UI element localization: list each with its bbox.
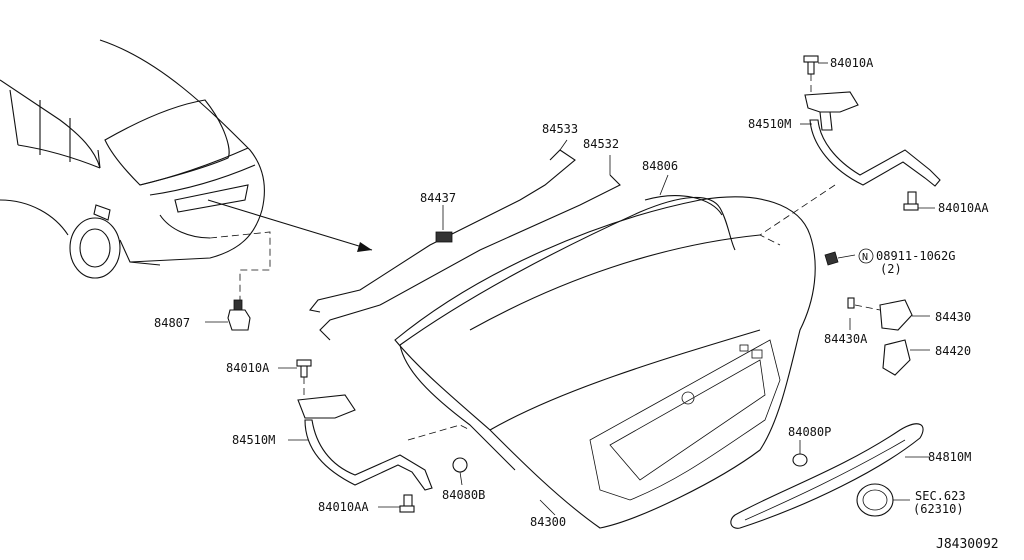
weatherstrip-84806: [399, 195, 736, 471]
label-84532: 84532: [583, 137, 619, 151]
label-SEC623: SEC.623: [915, 489, 966, 503]
label-84010AA-top: 84010AA: [938, 201, 989, 215]
label-84430: 84430: [935, 310, 971, 324]
label-84420: 84420: [935, 344, 971, 358]
label-84300: 84300: [530, 515, 566, 529]
label-84010A-top: 84010A: [830, 56, 874, 70]
label-84806: 84806: [642, 159, 678, 173]
label-08911-qty: (2): [880, 262, 902, 276]
hinge-right-assembly: [759, 55, 941, 246]
label-08911-prefix: N: [862, 252, 868, 263]
label-84810M: 84810M: [928, 450, 971, 464]
trunk-lid-84300: [394, 196, 816, 529]
n-prefix-circle: [858, 248, 874, 264]
vehicle-rear-illustration: [0, 39, 373, 300]
diagram-id: J8430092: [936, 537, 999, 552]
label-SEC623-sub: (62310): [913, 502, 964, 516]
label-84510M-left: 84510M: [232, 433, 275, 447]
label-84510M-top: 84510M: [748, 117, 791, 131]
label-84430A: 84430A: [824, 332, 868, 346]
finisher-84810M: [730, 423, 924, 529]
bumper-84807: [227, 299, 251, 331]
callout-labels: 84010A 84510M 84010AA 84533 84532 84806 …: [154, 56, 999, 552]
label-84080P: 84080P: [788, 425, 831, 439]
hinge-left-assembly: [296, 359, 471, 513]
leader-lines: [205, 62, 935, 516]
label-84807: 84807: [154, 316, 190, 330]
label-84010AA-left: 84010AA: [318, 500, 369, 514]
label-84437: 84437: [420, 191, 456, 205]
emblem-sec623: [452, 453, 894, 517]
lock-assembly: [824, 251, 913, 376]
label-84080B: 84080B: [442, 488, 485, 502]
label-84533: 84533: [542, 122, 578, 136]
label-08911: 08911-1062G: [876, 249, 955, 263]
label-84010A-left: 84010A: [226, 361, 270, 375]
release-cables: [309, 149, 621, 341]
